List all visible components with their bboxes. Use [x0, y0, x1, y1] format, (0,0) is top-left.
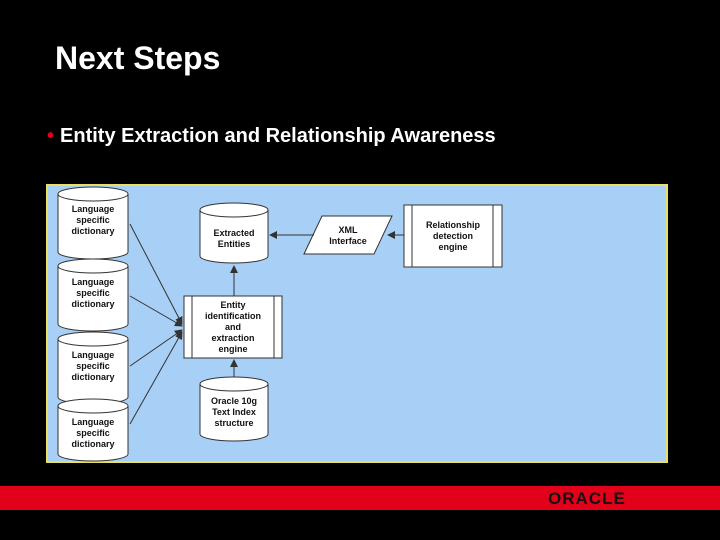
svg-text:identification: identification — [205, 311, 261, 321]
dictionary-cylinder-3: Language specific dictionary — [57, 331, 129, 405]
dictionary-cylinder-4: Language specific dictionary — [57, 398, 129, 462]
entity-engine-box: Entity identification and extraction eng… — [183, 295, 283, 359]
arrow-dict2-to-engine — [129, 295, 183, 327]
bullet-text: Entity Extraction and Relationship Aware… — [60, 125, 496, 147]
svg-text:Relationship: Relationship — [426, 220, 481, 230]
svg-text:Oracle 10g: Oracle 10g — [211, 396, 257, 406]
arrow-dict4-to-engine — [129, 331, 183, 425]
oracle-logo: ORACLE — [548, 489, 626, 508]
slide-title: Next Steps — [55, 40, 221, 76]
svg-text:specific: specific — [76, 428, 110, 438]
dictionary-cylinder-2: Language specific dictionary — [57, 258, 129, 332]
svg-text:Language: Language — [72, 417, 115, 427]
svg-text:Interface: Interface — [329, 236, 367, 246]
bullet-dot: • — [47, 125, 55, 147]
arrow-dict3-to-engine — [129, 329, 183, 367]
svg-text:engine: engine — [218, 344, 247, 354]
svg-text:extraction: extraction — [211, 333, 254, 343]
svg-text:dictionary: dictionary — [71, 439, 114, 449]
svg-text:dictionary: dictionary — [71, 372, 114, 382]
footer-bar — [0, 486, 720, 510]
svg-text:Entities: Entities — [218, 239, 251, 249]
bullet-item: •Entity Extraction and Relationship Awar… — [47, 125, 496, 148]
relationship-engine-box: Relationship detection engine — [403, 204, 503, 268]
svg-text:specific: specific — [76, 361, 110, 371]
svg-text:Language: Language — [72, 204, 115, 214]
svg-text:engine: engine — [438, 242, 467, 252]
architecture-diagram: Language specific dictionary Language sp… — [46, 184, 668, 463]
dictionary-cylinder-1: Language specific dictionary — [57, 186, 129, 260]
svg-text:Extracted: Extracted — [213, 228, 254, 238]
svg-text:Entity: Entity — [220, 300, 245, 310]
arrow-dict1-to-engine — [129, 223, 183, 325]
svg-text:Language: Language — [72, 350, 115, 360]
svg-text:detection: detection — [433, 231, 473, 241]
text-index-cylinder: Oracle 10g Text Index structure — [199, 376, 269, 442]
svg-text:Language: Language — [72, 277, 115, 287]
svg-text:and: and — [225, 322, 241, 332]
svg-text:XML: XML — [339, 225, 359, 235]
svg-text:structure: structure — [214, 418, 253, 428]
xml-interface-box: XML Interface — [303, 215, 393, 255]
svg-text:specific: specific — [76, 288, 110, 298]
svg-text:ORACLE: ORACLE — [548, 489, 626, 508]
svg-text:Text Index: Text Index — [212, 407, 256, 417]
svg-text:dictionary: dictionary — [71, 299, 114, 309]
svg-text:dictionary: dictionary — [71, 226, 114, 236]
svg-text:specific: specific — [76, 215, 110, 225]
extracted-entities-cylinder: Extracted Entities — [199, 202, 269, 264]
